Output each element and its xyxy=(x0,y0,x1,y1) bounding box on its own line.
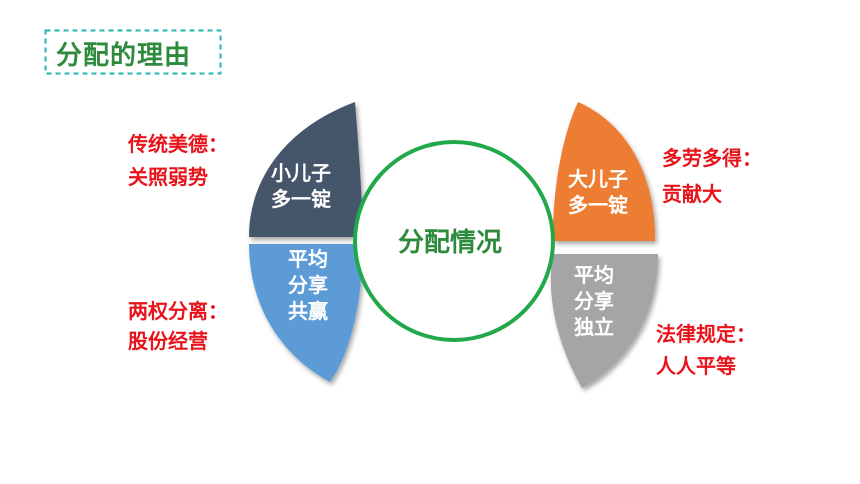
note-right-bottom: 法律规定： 人人平等 xyxy=(656,318,756,382)
note-line: 传统美德： xyxy=(128,132,228,156)
segment-text: 平均 xyxy=(574,263,614,287)
note-line: 贡献大 xyxy=(662,182,722,206)
note-right-top: 多劳多得： 贡献大 xyxy=(662,140,762,212)
segment-text: 独立 xyxy=(574,315,614,339)
segment-text: 小儿子 xyxy=(271,161,331,185)
segment-text: 多一锭 xyxy=(568,193,628,217)
segment-bottom-right-label: 平均 分享 独立 xyxy=(556,262,632,340)
segment-bottom-left-label: 平均 分享 共赢 xyxy=(270,246,346,324)
center-label: 分配情况 xyxy=(397,228,502,258)
note-line: 股份经营 xyxy=(128,329,208,353)
segment-bottom-left xyxy=(249,244,363,382)
note-left-bottom: 两权分离： 股份经营 xyxy=(128,296,228,356)
note-line: 人人平等 xyxy=(656,354,736,378)
segment-top-left-label: 小儿子 多一锭 xyxy=(258,160,344,212)
segment-text: 平均 xyxy=(288,247,328,271)
segment-text: 分享 xyxy=(574,289,614,313)
center-circle xyxy=(353,140,555,342)
segment-text: 多一锭 xyxy=(271,187,331,211)
segment-top-right xyxy=(552,102,656,241)
segment-top-left xyxy=(249,102,363,237)
page-title: 分配的理由 xyxy=(56,41,192,71)
note-line: 多劳多得： xyxy=(662,146,762,170)
segment-text: 大儿子 xyxy=(568,167,628,191)
segment-bottom-right xyxy=(550,254,658,388)
note-line: 关照弱势 xyxy=(128,165,208,189)
title-box: 分配的理由 xyxy=(44,29,222,75)
segment-text: 共赢 xyxy=(288,299,328,323)
segment-text: 分享 xyxy=(288,273,328,297)
title-border xyxy=(44,29,222,75)
segment-top-right-label: 大儿子 多一锭 xyxy=(555,166,641,218)
note-line: 法律规定： xyxy=(656,322,756,346)
note-line: 两权分离： xyxy=(128,299,228,323)
note-left-top: 传统美德： 关照弱势 xyxy=(128,128,228,194)
